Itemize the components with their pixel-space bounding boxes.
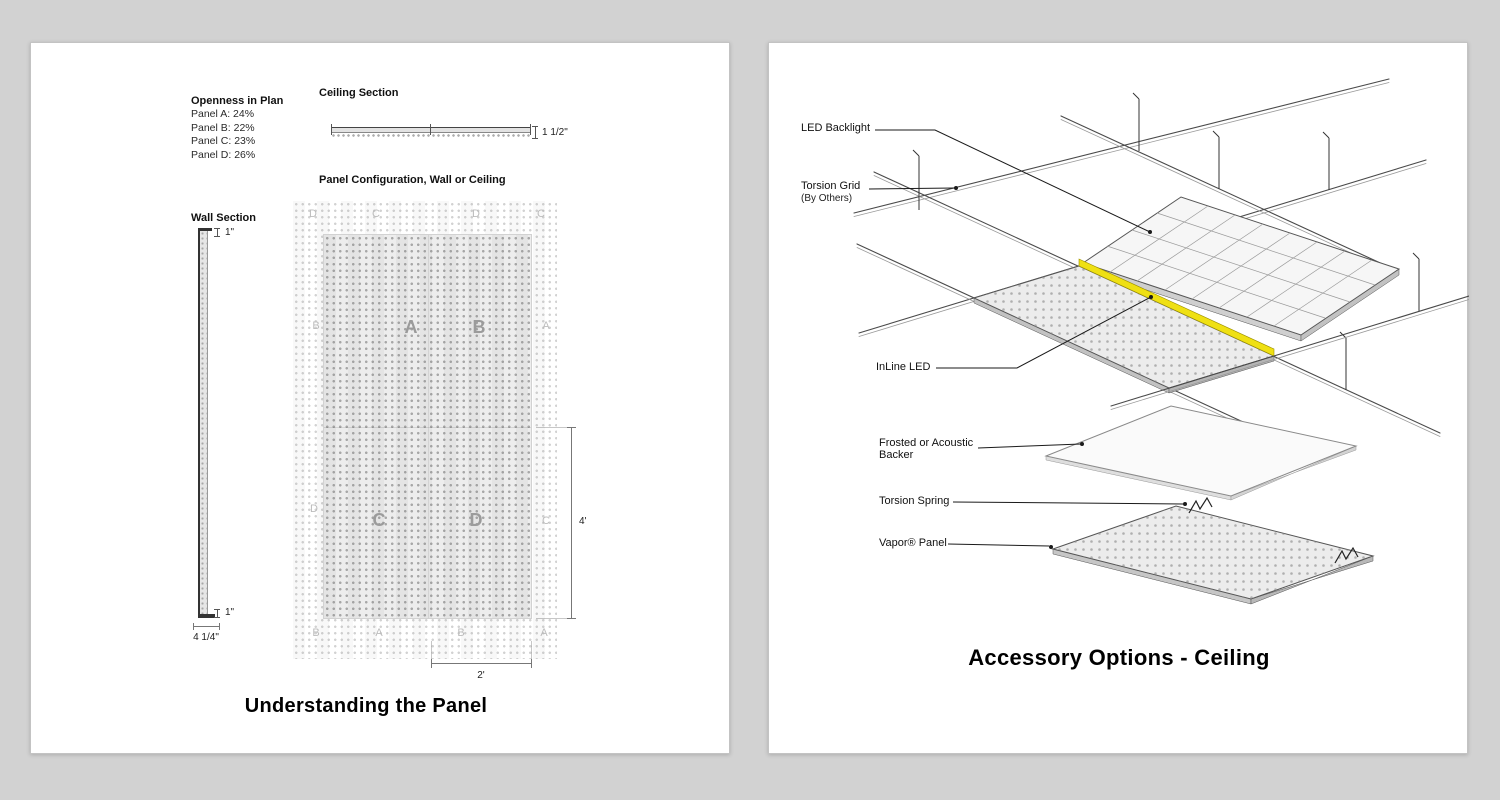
vapor-panel-label: Vapor® Panel — [879, 537, 947, 549]
quadrant-a-label: A — [404, 317, 418, 337]
wall-section-title: Wall Section — [191, 212, 256, 224]
ghost-letter: C — [537, 208, 545, 220]
left-page-title: Understanding the Panel — [244, 695, 488, 717]
torsion-spring-label: Torsion Spring — [879, 495, 950, 507]
vapor-panel-bottom — [1051, 505, 1375, 605]
openness-item-d: Panel D: 26% — [191, 148, 256, 161]
frosted-backer-label: Frosted or Acoustic Backer — [879, 437, 974, 461]
ceiling-dim-tick-bottom — [532, 138, 538, 139]
inline-led-label: InLine LED — [876, 361, 931, 373]
openness-item-c: Panel C: 23% — [191, 135, 256, 147]
ceiling-section-title: Ceiling Section — [319, 87, 399, 99]
openness-item-a: Panel A: 24% — [191, 108, 255, 120]
tick — [219, 623, 220, 630]
tick — [531, 659, 532, 668]
ceiling-section-body — [331, 127, 531, 133]
ceiling-dim-label: 1 1/2" — [542, 127, 568, 138]
width-dim-line — [431, 663, 532, 664]
right-page: LED Backlight Torsion Grid (By Others) I… — [768, 42, 1469, 754]
quadrant-b-label: B — [472, 317, 486, 337]
ceiling-section-perforation — [331, 133, 531, 139]
frosted-backer-label-line2: Backer — [879, 448, 914, 461]
tick — [567, 427, 576, 428]
extension-line — [431, 641, 432, 663]
led-backlight-panel — [1081, 196, 1401, 342]
leader-lines — [868, 129, 1184, 547]
left-page: Openness in Plan Panel A: 24% Panel B: 2… — [30, 42, 730, 754]
ghost-letter: D — [310, 503, 318, 515]
wall-dim-bottom-label: 1" — [225, 607, 235, 618]
panel-config-title: Panel Configuration, Wall or Ceiling — [319, 174, 506, 186]
ghost-letter: B — [312, 320, 320, 332]
ghost-letter: C — [372, 208, 380, 220]
openness-title: Openness in Plan — [191, 95, 284, 107]
ceiling-accessory-diagram — [853, 78, 1469, 605]
tick — [430, 124, 431, 135]
tick — [217, 609, 218, 618]
torsion-grid-label-line2: (By Others) — [801, 192, 853, 204]
frosted-backer-label-line1: Frosted or Acoustic — [879, 437, 974, 449]
torsion-grid-front-tee — [1110, 295, 1469, 410]
panel-horizontal-seam — [324, 427, 531, 428]
ceiling-dim-line — [535, 126, 536, 139]
width-dim-label: 2' — [477, 670, 485, 681]
extension-line — [536, 427, 568, 428]
torsion-spring-glyphs — [1188, 496, 1359, 564]
ceiling-section-drawing — [331, 124, 531, 140]
hanger-wires — [912, 92, 1420, 390]
quadrant-c-label: C — [372, 510, 386, 530]
ghost-letter: A — [542, 320, 550, 332]
tick — [530, 124, 531, 135]
wall-section-drawing — [198, 231, 208, 616]
tick — [214, 236, 220, 237]
tick — [431, 659, 432, 668]
ghost-letter: D — [309, 208, 317, 220]
panel-vertical-seam — [428, 235, 429, 618]
ghost-letter: B — [312, 627, 320, 639]
height-dim-line — [571, 427, 572, 619]
tick — [217, 228, 218, 237]
torsion-grid-label: Torsion Grid (By Others) — [801, 180, 861, 204]
openness-list: Panel A: 24% Panel B: 22% Panel C: 23% P… — [191, 108, 255, 162]
led-backlight-label: LED Backlight — [801, 122, 871, 134]
tick — [193, 623, 194, 630]
torsion-grid-label-line1: Torsion Grid — [801, 180, 861, 192]
ghost-letter: A — [540, 627, 548, 639]
ghost-letter: D — [472, 208, 480, 220]
wall-dim-top-label: 1" — [225, 227, 235, 238]
wall-width-dim-line — [193, 626, 220, 627]
ghost-letter: A — [375, 627, 383, 639]
tick — [214, 617, 220, 618]
ghost-letter: B — [457, 627, 465, 639]
right-page-title: Accessory Options - Ceiling — [968, 645, 1270, 670]
quadrant-d-label: D — [469, 510, 483, 530]
wall-dim-width-label: 4 1/4" — [193, 632, 219, 643]
ghost-letter: C — [542, 515, 550, 527]
wall-section-bottom-cap — [198, 614, 215, 618]
frosted-backer — [1044, 405, 1358, 501]
tick — [331, 124, 332, 135]
leader-dots — [954, 186, 1187, 549]
wall-section-top-cap — [198, 228, 212, 231]
panel-pattern-main — [323, 234, 532, 619]
extension-line — [536, 618, 568, 619]
openness-item-b: Panel B: 22% — [191, 121, 255, 134]
tick — [567, 618, 576, 619]
extension-line — [531, 641, 532, 663]
height-dim-label: 4' — [579, 516, 587, 527]
